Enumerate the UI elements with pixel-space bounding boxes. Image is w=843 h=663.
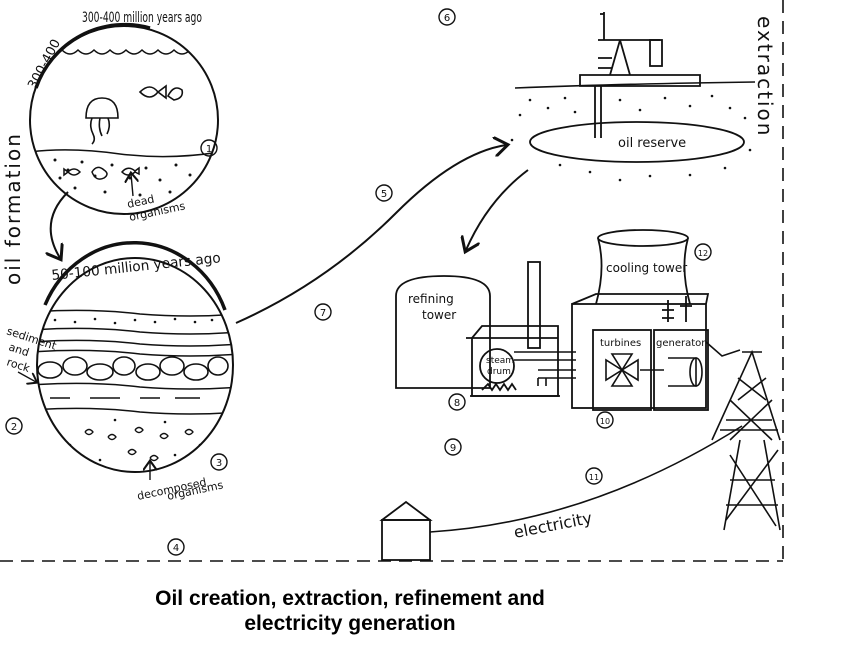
step-number-5: 5 [381, 189, 387, 200]
generator-icon [668, 357, 703, 387]
step-number-7: 7 [320, 308, 326, 319]
step-number-4: 4 [173, 543, 179, 554]
label-dead: dead [126, 193, 156, 211]
ground-surface [514, 81, 756, 89]
step-number-11: 11 [589, 473, 599, 482]
arc-bottom-label: 50-100 million years ago [51, 250, 222, 284]
step-circle-10 [596, 411, 614, 429]
step-number-2: 2 [11, 422, 17, 433]
step-circle-5 [375, 184, 393, 202]
arc-top-label: 300-400 million years ago [82, 10, 202, 26]
transmission-tower [705, 341, 781, 531]
step-number-1: 1 [206, 144, 212, 155]
label-refining: refining [408, 292, 454, 306]
step-circle-2 [5, 417, 23, 435]
step-number-10: 10 [600, 417, 610, 426]
step-circle-9 [444, 438, 462, 456]
refining-tower [395, 275, 491, 389]
power-line [429, 425, 743, 533]
steam-drum [479, 348, 515, 384]
step-circle-6 [438, 8, 456, 26]
step-circle-3 [210, 453, 228, 471]
step-circle-7 [314, 303, 332, 321]
step-circle-11 [585, 467, 603, 485]
label-cooling-tower: cooling tower [606, 261, 687, 275]
label-oil-reserve: oil reserve [618, 136, 686, 151]
diagram-caption: Oil creation, extraction, refinement and… [0, 586, 700, 636]
oil-reserve [529, 121, 745, 163]
label-electricity: electricity [512, 508, 593, 542]
step-circle-1 [200, 139, 218, 157]
dashed-border [0, 0, 784, 562]
step-number-12: 12 [698, 249, 708, 258]
svg-text:300-400: 300-400 [25, 37, 64, 92]
ground-dots [510, 94, 752, 182]
section-oil-formation: oil formation [1, 132, 25, 285]
fish-icon [138, 84, 184, 101]
oil-pumpjack-icon [579, 12, 701, 138]
step-circle-4 [167, 538, 185, 556]
house-icon [379, 500, 433, 561]
jellyfish-icon [85, 97, 119, 145]
step-circle-8 [448, 393, 466, 411]
step-number-6: 6 [444, 13, 450, 24]
turbine-fan-icon [605, 353, 664, 387]
label-turbines: turbines [600, 338, 641, 349]
step-number-8: 8 [454, 398, 460, 409]
caption-line-1: Oil creation, extraction, refinement and [155, 587, 545, 610]
cooling-tower [595, 229, 691, 305]
step-number-3: 3 [216, 458, 222, 469]
step-number-9: 9 [450, 443, 456, 454]
label-and: and [7, 340, 31, 359]
label-drum: drum [487, 367, 511, 377]
label-refining-tower: tower [422, 308, 456, 322]
boiler-building [466, 325, 560, 397]
caption-line-2: electricity generation [244, 612, 456, 635]
section-extraction: extraction [753, 16, 777, 137]
step-circle-12 [694, 243, 712, 261]
label-generator: generator [656, 338, 706, 349]
power-building [571, 293, 710, 411]
chimney [527, 261, 541, 349]
arc-top-years: 300-400 [25, 37, 64, 92]
ocean-circle [29, 22, 219, 215]
pipes [514, 351, 576, 386]
sediment-circle [36, 241, 234, 473]
label-steam: steam [486, 356, 514, 366]
